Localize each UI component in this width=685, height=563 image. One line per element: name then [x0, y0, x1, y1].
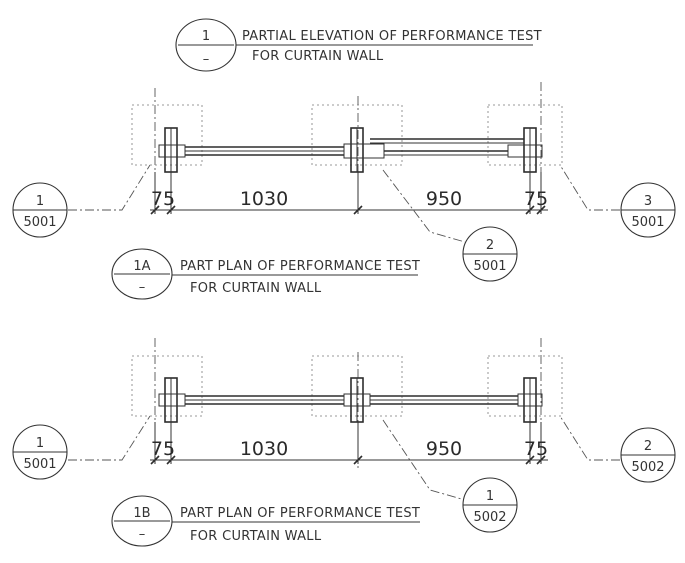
plan-a-detail-box — [131, 104, 203, 166]
plan-b-dim-950: 950 — [426, 438, 462, 460]
plan-a-bubble-top: 1A — [133, 259, 150, 274]
plan-b-title-line2: FOR CURTAIN WALL — [190, 529, 322, 544]
plan-b-bubble-bottom: – — [139, 527, 146, 542]
plan-b-callout-center-top: 1 — [486, 489, 494, 504]
plan-a-glass-panel-left — [185, 146, 344, 156]
plan-a-leader-center — [382, 169, 466, 243]
plan-b-callout-left: 1 5001 — [12, 424, 68, 480]
plan-b-leader-left — [68, 415, 151, 461]
plan-a-leader-left — [68, 164, 151, 211]
plan-a-dimension-line — [150, 172, 548, 215]
plan-b-dim-75-left: 75 — [151, 438, 175, 460]
plan-a-callout-center-top: 2 — [486, 238, 494, 253]
plan-a-callout-right-bottom: 5001 — [631, 215, 664, 230]
plan-b-glass-panel-left — [185, 395, 344, 405]
plan-b-bubble-top: 1B — [133, 506, 150, 521]
plan-b-callout-right-bottom: 5002 — [631, 460, 664, 475]
plan-a-dim-950: 950 — [426, 188, 462, 210]
plan-a-title-line1: PART PLAN OF PERFORMANCE TEST — [180, 259, 420, 274]
plan-b-glass-panel-right — [370, 395, 518, 405]
plan-b-callout-right-top: 2 — [644, 439, 652, 454]
plan-a-title-block: 1A – PART PLAN OF PERFORMANCE TEST FOR C… — [111, 248, 420, 300]
plan-b-callout-center: 1 5002 — [462, 477, 518, 533]
plan-b-dimension-line — [150, 422, 548, 465]
plan-a-callout-left-bottom: 5001 — [23, 215, 56, 230]
plan-b-mullion — [517, 377, 543, 423]
plan-a-callout-center-bottom: 5001 — [473, 259, 506, 274]
plan-b-callout-center-bottom: 5002 — [473, 510, 506, 525]
plan-a-drawing: 75 1030 950 75 1 5001 2 5001 3 5001 — [12, 82, 676, 282]
plan-a-title-line2: FOR CURTAIN WALL — [190, 281, 322, 296]
elevation-title-line2: FOR CURTAIN WALL — [252, 49, 384, 64]
plan-a-callout-left-top: 1 — [36, 194, 44, 209]
plan-b-callout-left-top: 1 — [36, 436, 44, 451]
plan-a-callout-left: 1 5001 — [12, 182, 68, 238]
plan-a-callout-right-top: 3 — [644, 194, 652, 209]
elevation-bubble-bottom: – — [203, 52, 210, 67]
plan-b-detail-box — [487, 355, 563, 417]
plan-b-mullion — [158, 377, 186, 423]
plan-b-dim-1030: 1030 — [240, 438, 288, 460]
plan-b-leader-right — [559, 415, 620, 461]
plan-b-callout-left-bottom: 5001 — [23, 457, 56, 472]
plan-b-drawing: 75 1030 950 75 1 5001 1 5002 2 5002 — [12, 338, 676, 533]
plan-a-dim-1030: 1030 — [240, 188, 288, 210]
plan-a-callout-center: 2 5001 — [462, 226, 518, 282]
elevation-title-block: 1 – PARTIAL ELEVATION OF PERFORMANCE TES… — [175, 18, 542, 72]
plan-a-dim-75-right: 75 — [524, 188, 548, 210]
plan-b-dim-75-right: 75 — [524, 438, 548, 460]
plan-a-dim-75-left: 75 — [151, 188, 175, 210]
plan-a-callout-right: 3 5001 — [620, 182, 676, 238]
plan-a-bubble-bottom: – — [139, 280, 146, 295]
elevation-bubble-top: 1 — [202, 29, 210, 44]
plan-a-detail-box — [487, 104, 563, 166]
plan-b-detail-box — [131, 355, 203, 417]
plan-a-glass-panel-right — [370, 138, 524, 156]
elevation-title-line1: PARTIAL ELEVATION OF PERFORMANCE TEST — [242, 29, 542, 44]
plan-a-leader-right — [559, 164, 620, 211]
plan-b-title-block: 1B – PART PLAN OF PERFORMANCE TEST FOR C… — [111, 495, 420, 547]
plan-b-callout-right: 2 5002 — [620, 427, 676, 483]
plan-b-leader-center — [382, 419, 466, 501]
plan-b-mullion — [343, 377, 371, 423]
plan-b-title-line1: PART PLAN OF PERFORMANCE TEST — [180, 506, 420, 521]
